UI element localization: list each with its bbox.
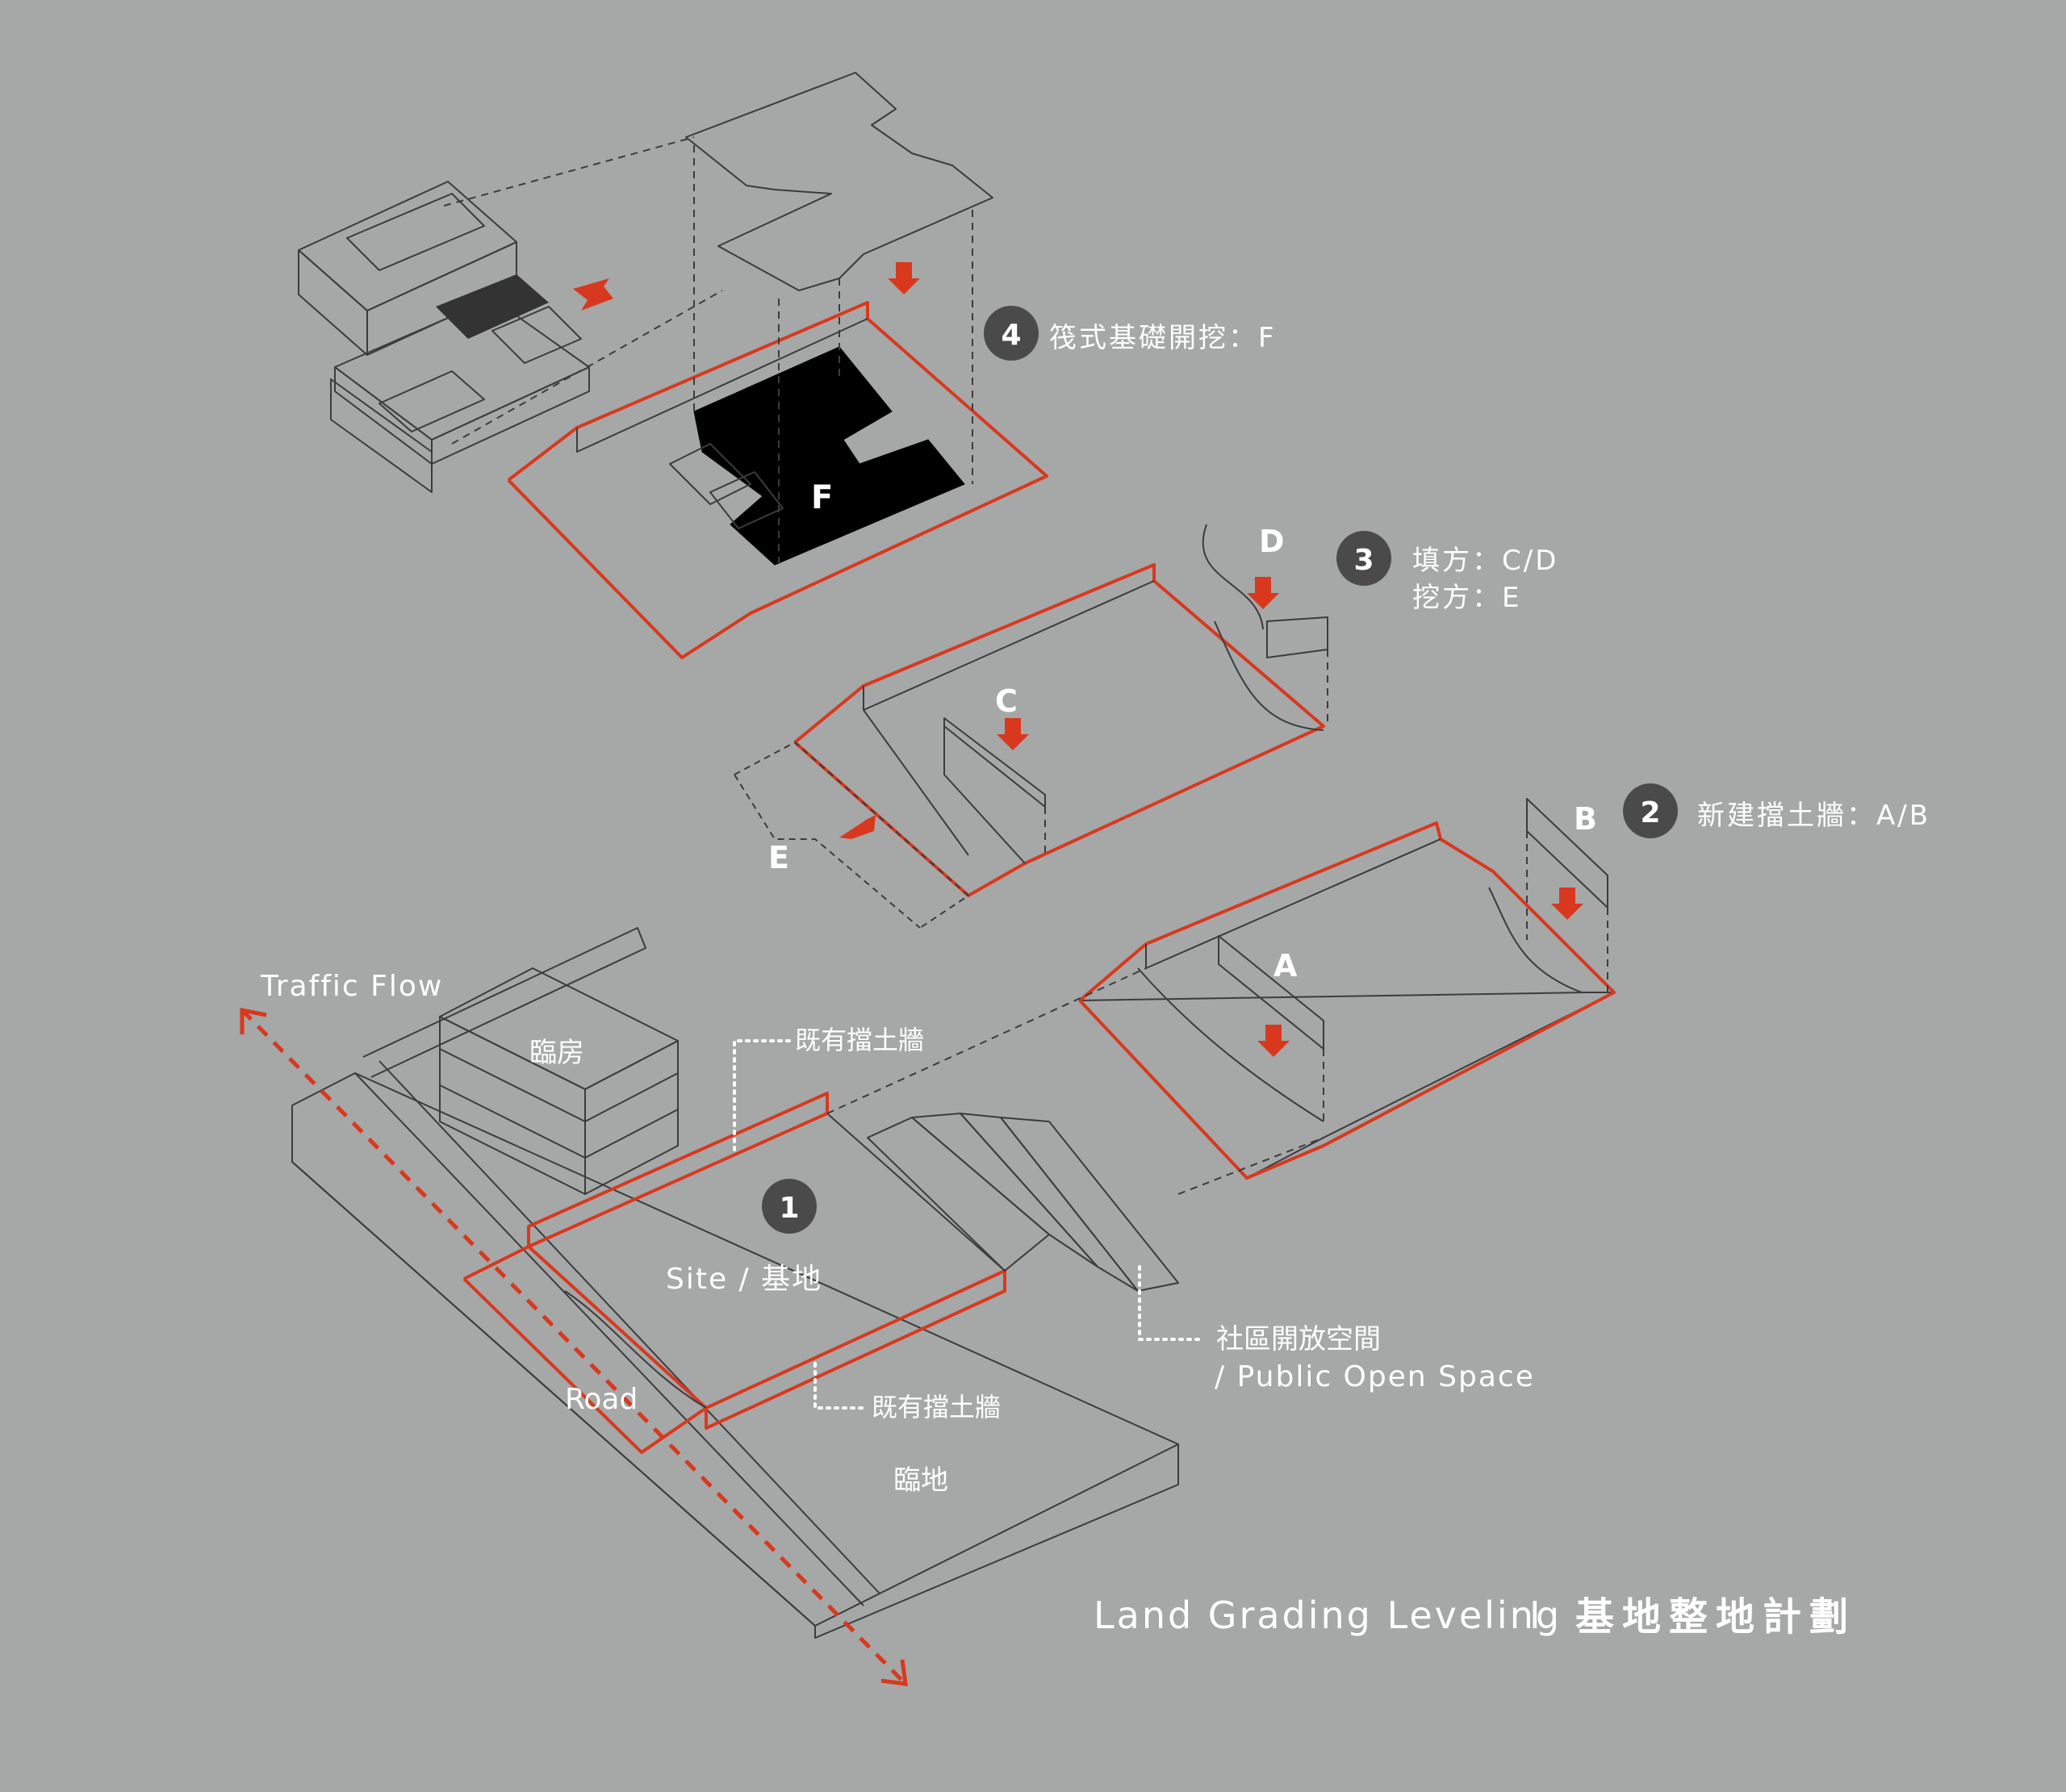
step-4-badge: [984, 306, 1039, 361]
fill-D: [1266, 616, 1328, 658]
marker-F: F: [811, 479, 833, 516]
traffic-flow-arrow: [240, 1007, 908, 1686]
existing-wall-label-2: 既有擋土牆: [872, 1392, 1001, 1422]
marker-B: B: [1574, 801, 1597, 837]
step-4-number: 4: [1001, 319, 1021, 352]
existing-wall-label-1: 既有擋土牆: [795, 1025, 924, 1055]
level-4-slab: [443, 72, 1048, 659]
step-3-number: 3: [1353, 544, 1374, 577]
site-label: Site / 基地: [666, 1263, 822, 1296]
public-space-label-zh: 社區開放空間: [1216, 1323, 1381, 1355]
roof-plate: [685, 72, 993, 291]
page-title-zh: 基地整地計劃: [1575, 1594, 1856, 1640]
level-2-slab: [1078, 783, 1678, 1180]
step-1-number: 1: [779, 1192, 799, 1225]
step-2-number: 2: [1640, 796, 1660, 829]
step-2-badge: [1623, 783, 1678, 838]
road-label: Road: [565, 1383, 638, 1416]
step-3-label-cut: 挖方：E: [1412, 582, 1521, 614]
traffic-flow-label: Traffic Flow: [260, 970, 443, 1003]
site-pit: [528, 1113, 1006, 1409]
marker-C: C: [995, 683, 1018, 719]
step-3-badge: [1336, 531, 1391, 586]
step-3-label-fill: 填方：C/D: [1412, 545, 1558, 577]
public-space-label-en: / Public Open Space: [1215, 1360, 1535, 1393]
fill-C: [943, 717, 1046, 808]
marker-A: A: [1273, 948, 1298, 984]
building-massing: [298, 181, 590, 493]
step-2-label: 新建擋土牆：A/B: [1697, 800, 1930, 832]
level-3-slab: [734, 524, 1391, 929]
marker-E: E: [768, 840, 789, 875]
marker-D: D: [1259, 524, 1285, 559]
title-separator: I: [1529, 1594, 1541, 1637]
adjacent-land-label: 臨地: [893, 1464, 948, 1497]
page-title: Land Grading Leveling: [1094, 1594, 1562, 1637]
step-1-badge: [762, 1179, 817, 1234]
leader-lines: [733, 1039, 1204, 1410]
raft-F: [693, 346, 965, 566]
base-terrain: [291, 927, 1179, 1639]
step-4-label: 筏式基礎開挖：F: [1049, 322, 1277, 354]
adjacent-building-label: 臨房: [529, 1037, 584, 1069]
